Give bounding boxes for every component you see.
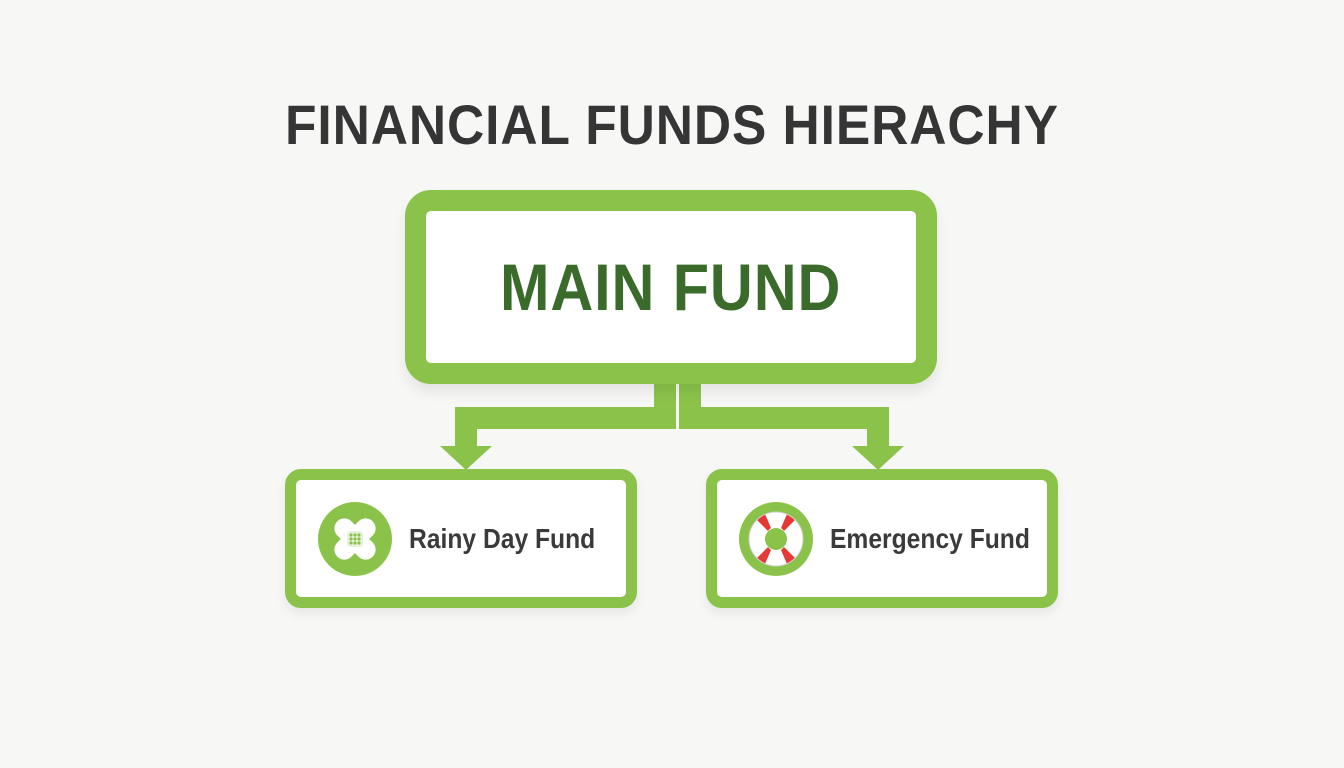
life-ring-icon xyxy=(739,501,813,576)
page-title: FINANCIAL FUNDS HIERACHY xyxy=(285,93,1059,156)
connector-to-rainy-day-fund xyxy=(455,382,676,452)
main-fund-box: MAIN FUND xyxy=(405,190,937,384)
rainy-day-fund-box: Rainy Day Fund xyxy=(285,469,637,608)
rainy-day-fund-label: Rainy Day Fund xyxy=(409,522,596,554)
main-fund-label: MAIN FUND xyxy=(500,250,842,324)
arrowhead-to-rainy-day-fund xyxy=(440,446,492,470)
connector-to-emergency-fund xyxy=(679,382,889,452)
bandage-icon xyxy=(318,501,392,576)
emergency-fund-label: Emergency Fund xyxy=(830,522,1030,554)
arrowhead-to-emergency-fund xyxy=(852,446,904,470)
emergency-fund-box: Emergency Fund xyxy=(706,469,1058,608)
